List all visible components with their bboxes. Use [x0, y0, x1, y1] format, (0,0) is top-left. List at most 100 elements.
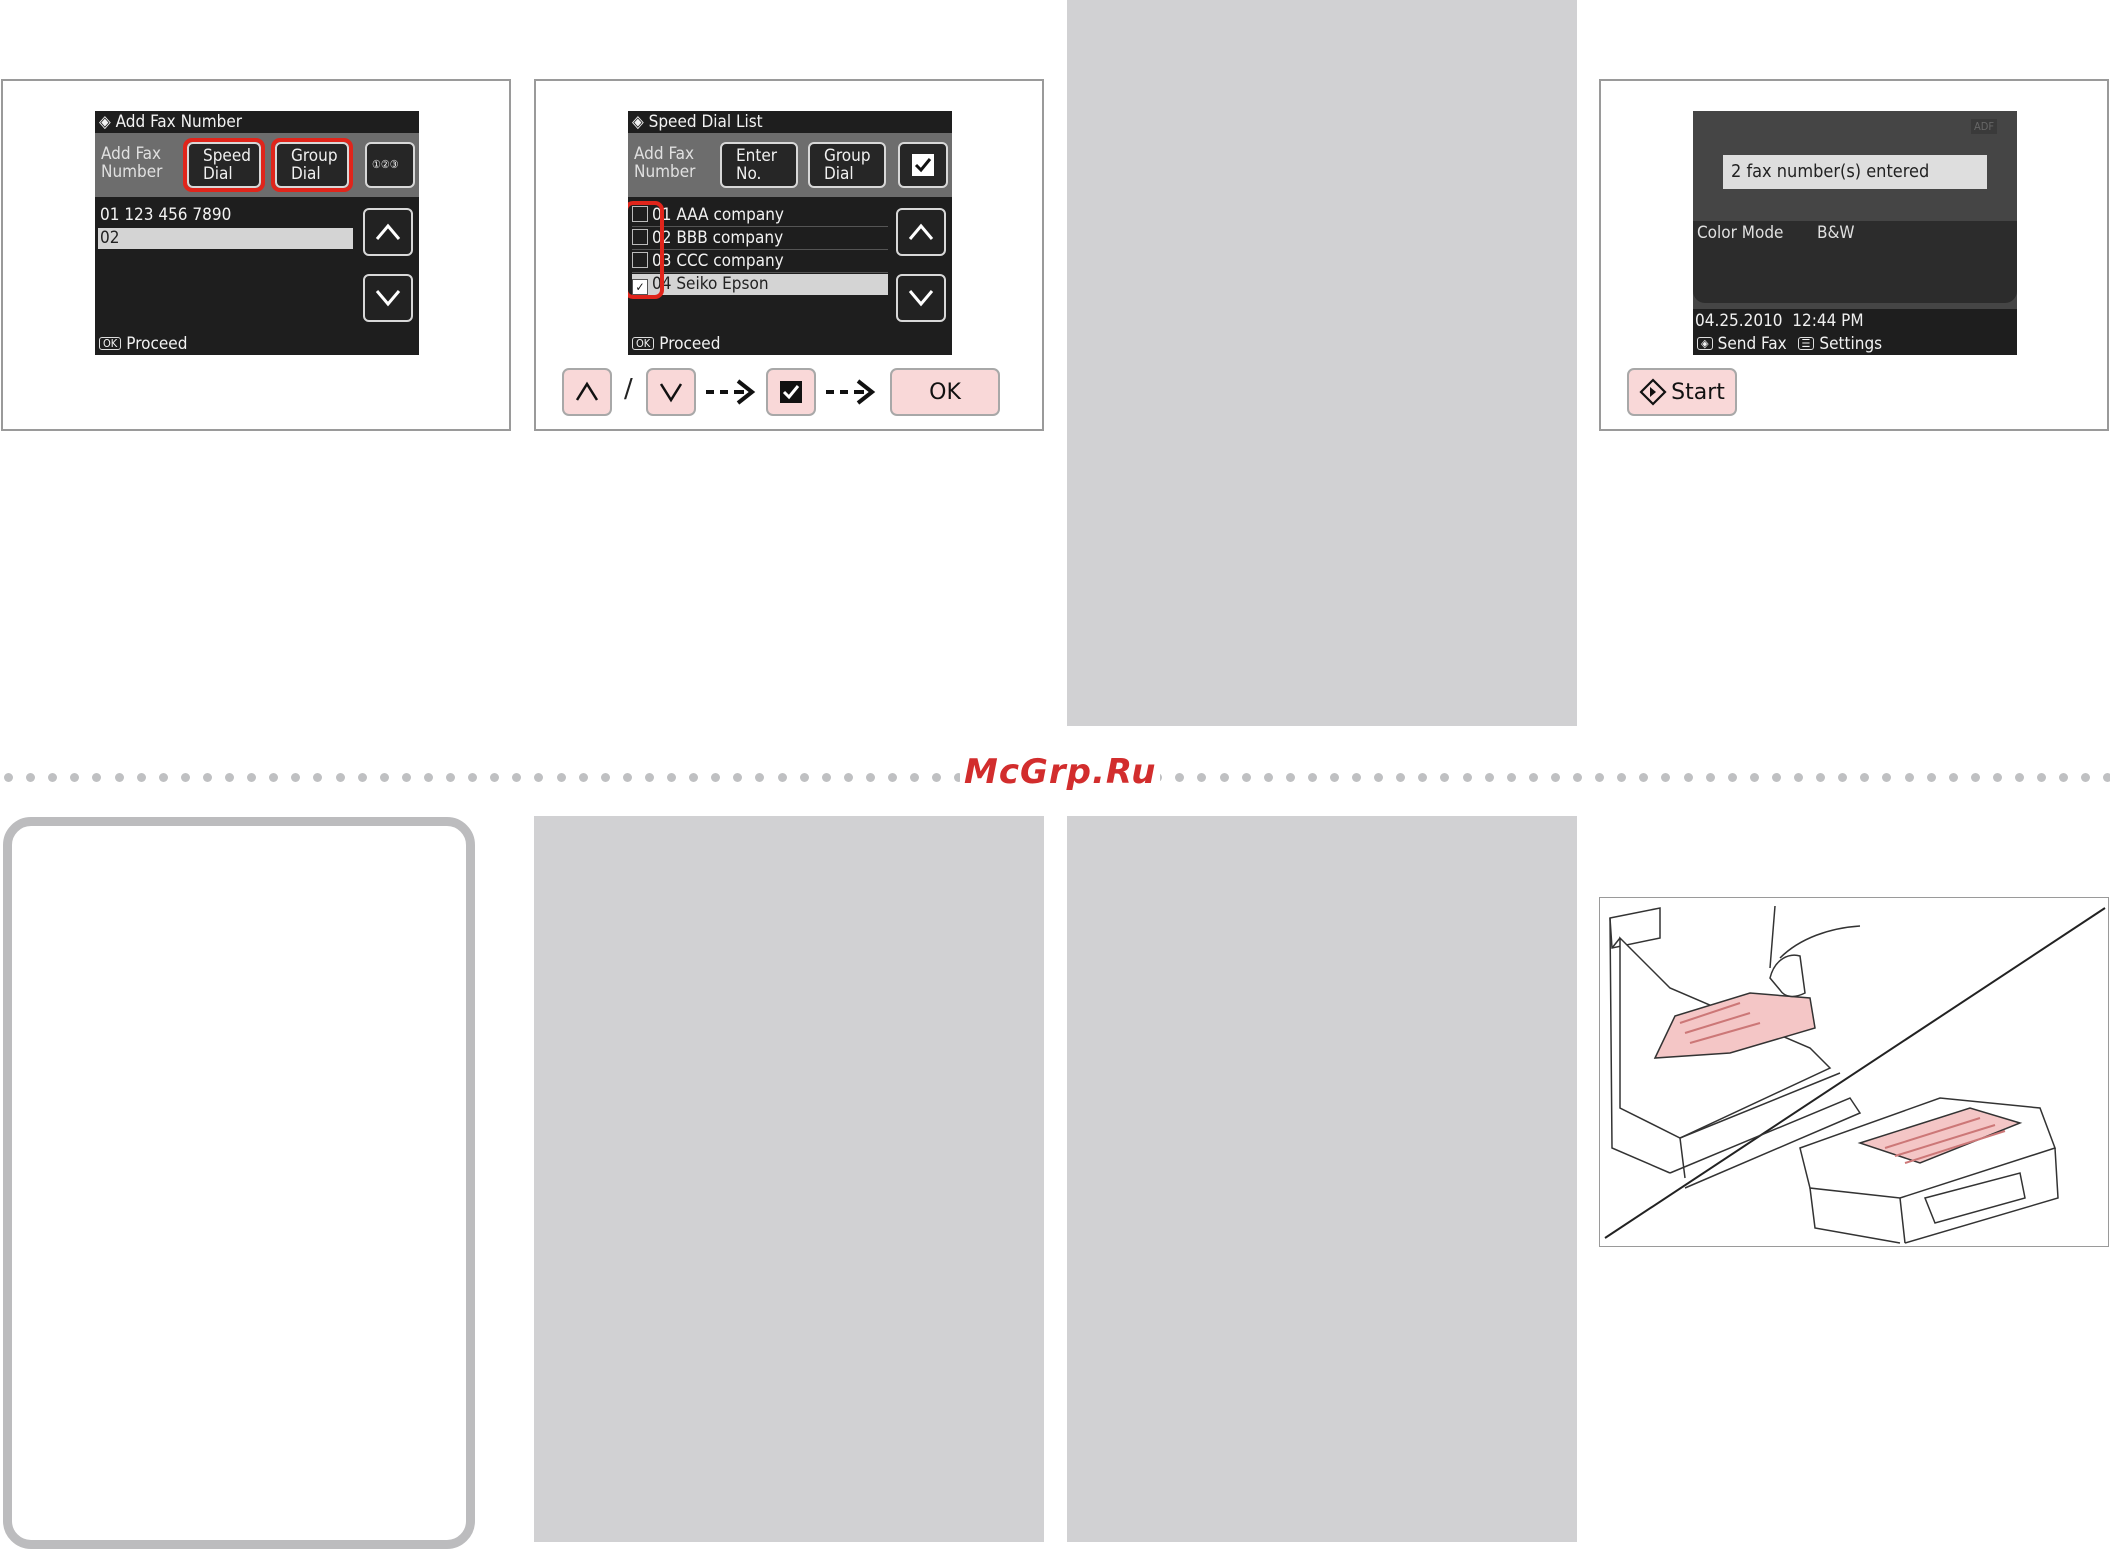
- divider-dot: [70, 773, 79, 782]
- divider-dot: [1507, 773, 1516, 782]
- checkbox-unchecked-icon[interactable]: [632, 229, 648, 245]
- ok-button[interactable]: OK: [890, 368, 1000, 416]
- note-box: [3, 817, 475, 1549]
- divider-dot: [1816, 773, 1825, 782]
- fax-entry-2[interactable]: 02: [98, 228, 353, 249]
- checkbox-unchecked-icon[interactable]: [632, 252, 648, 268]
- status-message: 2 fax number(s) entered: [1723, 155, 1987, 189]
- divider-dot: [844, 773, 853, 782]
- divider-dot: [358, 773, 367, 782]
- divider-dot: [1993, 773, 2002, 782]
- scanner-illustration: [1604, 905, 2106, 1244]
- start-button[interactable]: Start: [1627, 368, 1737, 416]
- ok-key-icon: OK: [632, 337, 655, 350]
- lcd-send-fax: ADF 2 fax number(s) entered Color Mode B…: [1693, 111, 2017, 355]
- list-item[interactable]: 02 BBB company: [632, 228, 888, 250]
- divider-dot: [269, 773, 278, 782]
- ok-key-icon: OK: [99, 337, 122, 350]
- divider-dot: [1882, 773, 1891, 782]
- divider-dot: [733, 773, 742, 782]
- divider-dot: [800, 773, 809, 782]
- divider-dot: [1374, 773, 1383, 782]
- divider-dot: [2059, 773, 2068, 782]
- up-key-button[interactable]: [562, 368, 612, 416]
- start-key-icon: ◈: [1697, 337, 1713, 350]
- divider-dot: [1308, 773, 1317, 782]
- chevron-down-icon: [659, 383, 683, 403]
- divider-dot: [4, 773, 13, 782]
- scroll-up-button[interactable]: [363, 208, 413, 256]
- divider-dot: [1463, 773, 1472, 782]
- divider-dot: [159, 773, 168, 782]
- divider-dot: [1728, 773, 1737, 782]
- watermark: McGrp.Ru: [960, 752, 1161, 792]
- divider-dot: [1220, 773, 1229, 782]
- select-all-button[interactable]: [898, 142, 948, 188]
- scroll-down-button[interactable]: [896, 274, 946, 322]
- checkbox-checked-icon[interactable]: ✓: [632, 279, 648, 295]
- divider-dot: [1264, 773, 1273, 782]
- divider-dot: [1396, 773, 1405, 782]
- check-key-button[interactable]: [766, 368, 816, 416]
- divider-dot: [1485, 773, 1494, 782]
- divider-dot: [1286, 773, 1295, 782]
- divider-dot: [866, 773, 875, 782]
- fax-icon: ◈: [99, 112, 116, 132]
- divider-dot: [601, 773, 610, 782]
- list-item[interactable]: 03 CCC company: [632, 251, 888, 273]
- footer-actions: ◈Send Fax ☰Settings: [1693, 333, 2017, 355]
- menu-key-icon: ☰: [1797, 337, 1815, 350]
- divider-dot: [1529, 773, 1538, 782]
- panel-send-fax: ADF 2 fax number(s) entered Color Mode B…: [1599, 79, 2109, 431]
- divider-dot: [490, 773, 499, 782]
- divider-dot: [2081, 773, 2090, 782]
- divider-dot: [380, 773, 389, 782]
- chevron-up-icon: [375, 223, 401, 240]
- divider-dot: [446, 773, 455, 782]
- divider-dot: [402, 773, 411, 782]
- divider-dot: [1860, 773, 1869, 782]
- scroll-up-button[interactable]: [896, 208, 946, 256]
- divider-dot: [1706, 773, 1715, 782]
- list-item-selected[interactable]: ✓04 Seiko Epson: [632, 274, 888, 295]
- divider-dot: [1971, 773, 1980, 782]
- fax-entry-1[interactable]: 01 123 456 7890: [100, 205, 232, 225]
- adf-badge: ADF: [1971, 119, 1998, 134]
- keypad-button[interactable]: ①②③: [365, 142, 415, 188]
- scroll-down-button[interactable]: [363, 274, 413, 322]
- divider-dot: [888, 773, 897, 782]
- divider-dot: [181, 773, 190, 782]
- list-item[interactable]: 01 AAA company: [632, 205, 888, 227]
- checkbox-column-highlight: [628, 201, 664, 299]
- divider-dot: [557, 773, 566, 782]
- blank-gray-box: [1067, 0, 1577, 726]
- divider-dot: [2103, 773, 2110, 782]
- divider-dot: [336, 773, 345, 782]
- divider-dot: [755, 773, 764, 782]
- divider-dot: [689, 773, 698, 782]
- divider-dot: [1661, 773, 1670, 782]
- divider-dot: [1927, 773, 1936, 782]
- divider-dot: [1905, 773, 1914, 782]
- divider-dot: [48, 773, 57, 782]
- checkbox-unchecked-icon[interactable]: [632, 206, 648, 222]
- divider-dot: [225, 773, 234, 782]
- divider-dot: [115, 773, 124, 782]
- divider-dot: [1352, 773, 1361, 782]
- divider-dot: [1242, 773, 1251, 782]
- divider-dot: [534, 773, 543, 782]
- down-key-button[interactable]: [646, 368, 696, 416]
- divider-dot: [1440, 773, 1449, 782]
- divider-dot: [512, 773, 521, 782]
- divider-dot: [2037, 773, 2046, 782]
